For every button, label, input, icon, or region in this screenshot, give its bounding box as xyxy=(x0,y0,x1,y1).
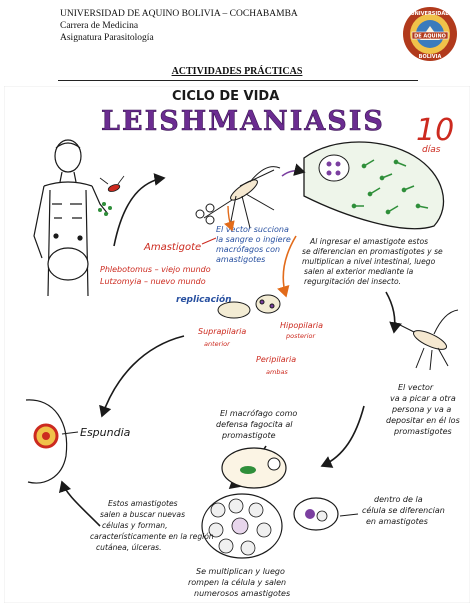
svg-text:defensa fagocita al: defensa fagocita al xyxy=(216,420,293,429)
svg-text:Suprapilaria: Suprapilaria xyxy=(198,327,246,336)
amastigote-label: Amastigote xyxy=(143,242,201,253)
amastigote-pointer xyxy=(201,237,217,245)
svg-text:Phlebotomus – viejo mundo: Phlebotomus – viejo mundo xyxy=(100,265,211,274)
svg-text:multiplican a nivel intestinal: multiplican a nivel intestinal, luego xyxy=(302,257,436,266)
skin-lesions-icon xyxy=(98,202,112,216)
svg-text:depositar en él los: depositar en él los xyxy=(386,415,460,425)
arrow-bite-to-macrophage xyxy=(320,405,365,468)
svg-text:promastigotes: promastigotes xyxy=(393,427,452,436)
svg-text:Hipopilaria: Hipopilaria xyxy=(280,321,323,330)
inside-cell-pointer xyxy=(339,513,359,517)
vector-bite-text: El vector va a picar a otra persona y va… xyxy=(386,383,460,436)
section-title: ACTIVIDADES PRÁCTICAS xyxy=(171,66,303,77)
subject-name: Asignatura Parasitología xyxy=(60,33,154,43)
svg-text:amastigotes: amastigotes xyxy=(216,255,265,264)
svg-text:El vector: El vector xyxy=(398,383,434,392)
insect-names: Phlebotomus – viejo mundo Lutzomyia – nu… xyxy=(100,265,211,286)
svg-text:anterior: anterior xyxy=(204,340,231,348)
svg-text:va a picar a otra: va a picar a otra xyxy=(390,394,456,403)
svg-text:Se multiplican y luego: Se multiplican y luego xyxy=(196,567,285,576)
svg-text:salen a buscar nuevas: salen a buscar nuevas xyxy=(100,510,185,519)
svg-text:salen al exterior mediante la: salen al exterior mediante la xyxy=(304,267,414,276)
svg-text:posterior: posterior xyxy=(285,332,316,340)
svg-text:ambas: ambas xyxy=(266,368,288,376)
seal-bottom-text: BOLIVIA xyxy=(419,54,442,60)
career-name: Carrera de Medicina xyxy=(60,21,139,31)
svg-text:El macrófago como: El macrófago como xyxy=(220,408,297,418)
days-label: días xyxy=(422,145,441,155)
life-cycle-drawing: CICLO DE VIDA LEISHMANIASIS 10 días xyxy=(4,86,470,603)
university-name: UNIVERSIDAD DE AQUINO BOLIVIA – COCHABAM… xyxy=(60,9,298,19)
svg-text:persona y va a: persona y va a xyxy=(391,405,451,414)
svg-text:numerosos amastigotes: numerosos amastigotes xyxy=(194,589,290,598)
espundia-pointer xyxy=(61,431,79,435)
human-figure xyxy=(33,139,109,297)
arrow-gut-to-bite xyxy=(385,291,402,334)
svg-text:células y forman,: células y forman, xyxy=(102,521,168,530)
arrow-to-espundia xyxy=(58,480,101,527)
espundia-label: Espundia xyxy=(80,426,131,439)
insect-gut-drawing xyxy=(303,141,445,230)
seal-top-text: UNIVERSIDAD xyxy=(411,11,450,17)
arrow-vector-to-gut xyxy=(281,163,306,177)
svg-text:Lutzomyia – nuevo mundo: Lutzomyia – nuevo mundo xyxy=(100,277,206,286)
svg-text:la sangre o ingiere: la sangre o ingiere xyxy=(216,235,291,244)
svg-text:El vector succiona: El vector succiona xyxy=(216,225,289,234)
arrow-human-to-vector xyxy=(113,173,166,247)
vector-mosquito-top xyxy=(203,166,281,229)
svg-text:rompen la célula y salen: rompen la célula y salen xyxy=(188,577,286,587)
replication-label: replicación xyxy=(176,294,232,305)
svg-text:Al ingresar el amastigote esto: Al ingresar el amastigote estos xyxy=(309,237,428,246)
arrow-gut-to-replication xyxy=(277,235,297,298)
svg-text:se diferencian en promastigote: se diferencian en promastigotes y se xyxy=(302,247,443,256)
svg-text:célula se diferencian: célula se diferencian xyxy=(362,505,445,515)
svg-text:promastigote: promastigote xyxy=(221,431,276,440)
university-seal-logo: DE AQUINO UNIVERSIDAD BOLIVIA xyxy=(403,7,457,61)
macrophage-cell-drawing xyxy=(221,447,287,489)
svg-text:dentro de la: dentro de la xyxy=(374,495,423,504)
inside-cell-text: dentro de la célula se diferencian en am… xyxy=(362,495,445,526)
arrow-vector-down xyxy=(224,205,235,232)
header-divider xyxy=(58,80,418,81)
multiply-text: Se multiplican y luego rompen la célula … xyxy=(188,567,290,598)
svg-text:regurgitación del insecto.: regurgitación del insecto. xyxy=(304,277,401,286)
svg-text:Estos amastigotes: Estos amastigotes xyxy=(108,499,178,508)
arrow-cycle-left xyxy=(99,335,185,418)
macrophage-cluster-icon xyxy=(195,203,215,225)
svg-text:en amastigotes: en amastigotes xyxy=(366,517,428,526)
replication-cells-icon xyxy=(217,294,281,319)
svg-text:Peripilaria: Peripilaria xyxy=(256,355,296,364)
svg-text:macrófagos con: macrófagos con xyxy=(216,244,280,254)
espundia-drawing xyxy=(25,399,68,484)
vector-label: El vector succiona la sangre o ingiere m… xyxy=(216,225,291,264)
vector-mosquito-biting xyxy=(393,309,459,371)
gut-explanation-text: Al ingresar el amastigote estos se difer… xyxy=(302,237,443,286)
seal-band-text: DE AQUINO xyxy=(414,34,446,40)
svg-text:característicamente en la regi: característicamente en la región xyxy=(90,532,214,541)
infected-cell-drawing xyxy=(201,493,339,559)
development-stages: Suprapilaria anterior Hipopilaria poster… xyxy=(198,321,323,376)
days-number: 10 xyxy=(416,113,454,148)
small-fly-icon xyxy=(99,175,125,192)
title-small: CICLO DE VIDA xyxy=(172,89,279,104)
macrophage-text: El macrófago como defensa fagocita al pr… xyxy=(216,408,297,440)
title-leishmaniasis: LEISHMANIASIS xyxy=(101,106,385,137)
amastigote-search-text: Estos amastigotes salen a buscar nuevas … xyxy=(90,499,214,552)
svg-text:cutánea, úlceras.: cutánea, úlceras. xyxy=(96,543,162,552)
